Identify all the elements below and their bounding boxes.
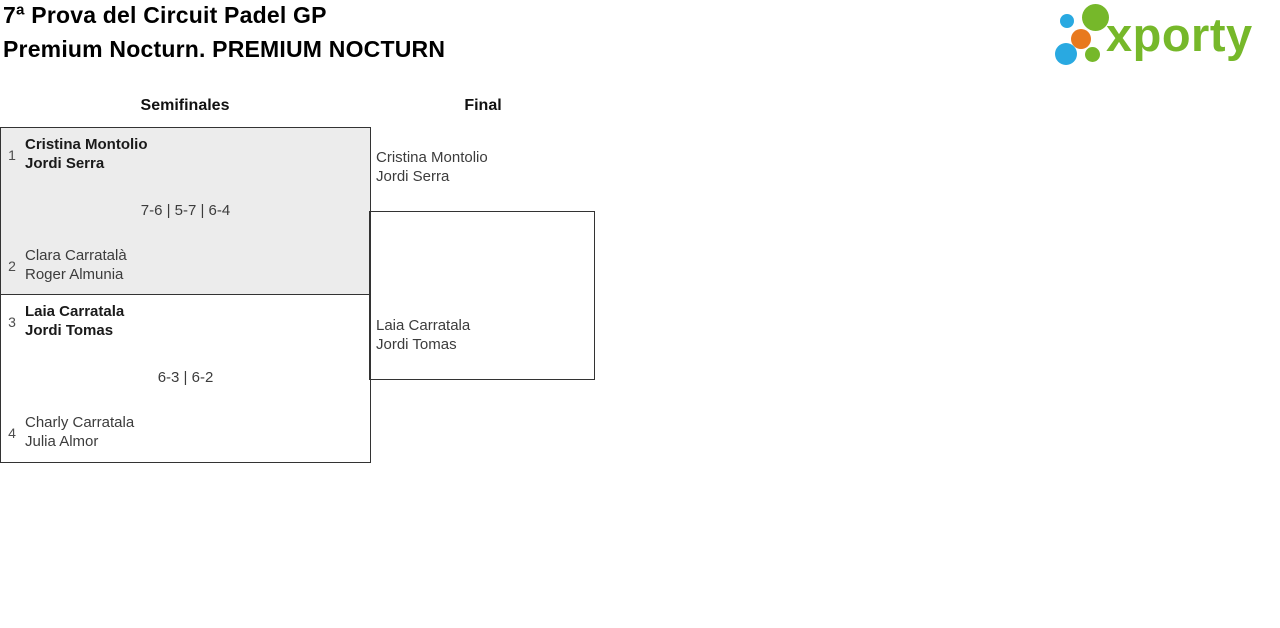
logo-dot-green-big-icon [1082,4,1109,31]
player-name: Roger Almunia [25,266,124,283]
player-name: Julia Almor [25,433,99,450]
team-players: Charly Carratala Julia Almor [25,413,134,451]
player-name: Cristina Montolio [376,149,488,166]
match-score: 6-3 | 6-2 [157,369,214,386]
team-seed: 4 [8,425,16,441]
round-header-final: Final [464,97,502,114]
tournament-title: 7ª Prova del Circuit Padel GP Premium No… [3,0,445,66]
match-semifinal-1[interactable]: 1 Cristina Montolio Jordi Serra 7-6 | 5-… [0,127,371,296]
player-name: Laia Carratala [25,303,125,320]
match-final[interactable] [369,211,595,380]
round-header-semifinales: Semifinales [140,97,230,114]
player-name: Jordi Tomas [376,336,457,353]
logo-dot-orange-icon [1071,29,1091,49]
team-players: Clara Carratalà Roger Almunia [25,246,127,284]
team-seed: 1 [8,147,16,163]
logo-dot-blue-big-icon [1055,43,1077,65]
player-name: Jordi Tomas [25,322,114,339]
match-semifinal-2[interactable]: 3 Laia Carratala Jordi Tomas 6-3 | 6-2 4… [0,294,371,463]
team-players: Laia Carratala Jordi Tomas [25,302,124,340]
tournament-title-line1: 7ª Prova del Circuit Padel GP [3,2,327,28]
logo-dot-green-small-icon [1085,47,1100,62]
team-seed: 2 [8,258,16,274]
player-name: Cristina Montolio [25,136,148,153]
logo-dot-blue-small-icon [1060,14,1074,28]
xporty-wordmark: xporty [1106,8,1253,61]
player-name: Jordi Serra [25,155,105,172]
player-name: Charly Carratala [25,414,135,431]
player-name: Jordi Serra [376,168,450,185]
final-team-2: Laia Carratala Jordi Tomas [376,316,470,354]
xporty-logo[interactable]: xporty [1050,4,1280,68]
team-players: Cristina Montolio Jordi Serra [25,135,148,173]
tournament-title-line2: Premium Nocturn. PREMIUM NOCTURN [3,36,446,62]
match-score: 7-6 | 5-7 | 6-4 [140,202,231,219]
team-seed: 3 [8,314,16,330]
player-name: Clara Carratalà [25,247,127,264]
player-name: Laia Carratala [376,317,471,334]
final-team-1: Cristina Montolio Jordi Serra [376,148,488,186]
